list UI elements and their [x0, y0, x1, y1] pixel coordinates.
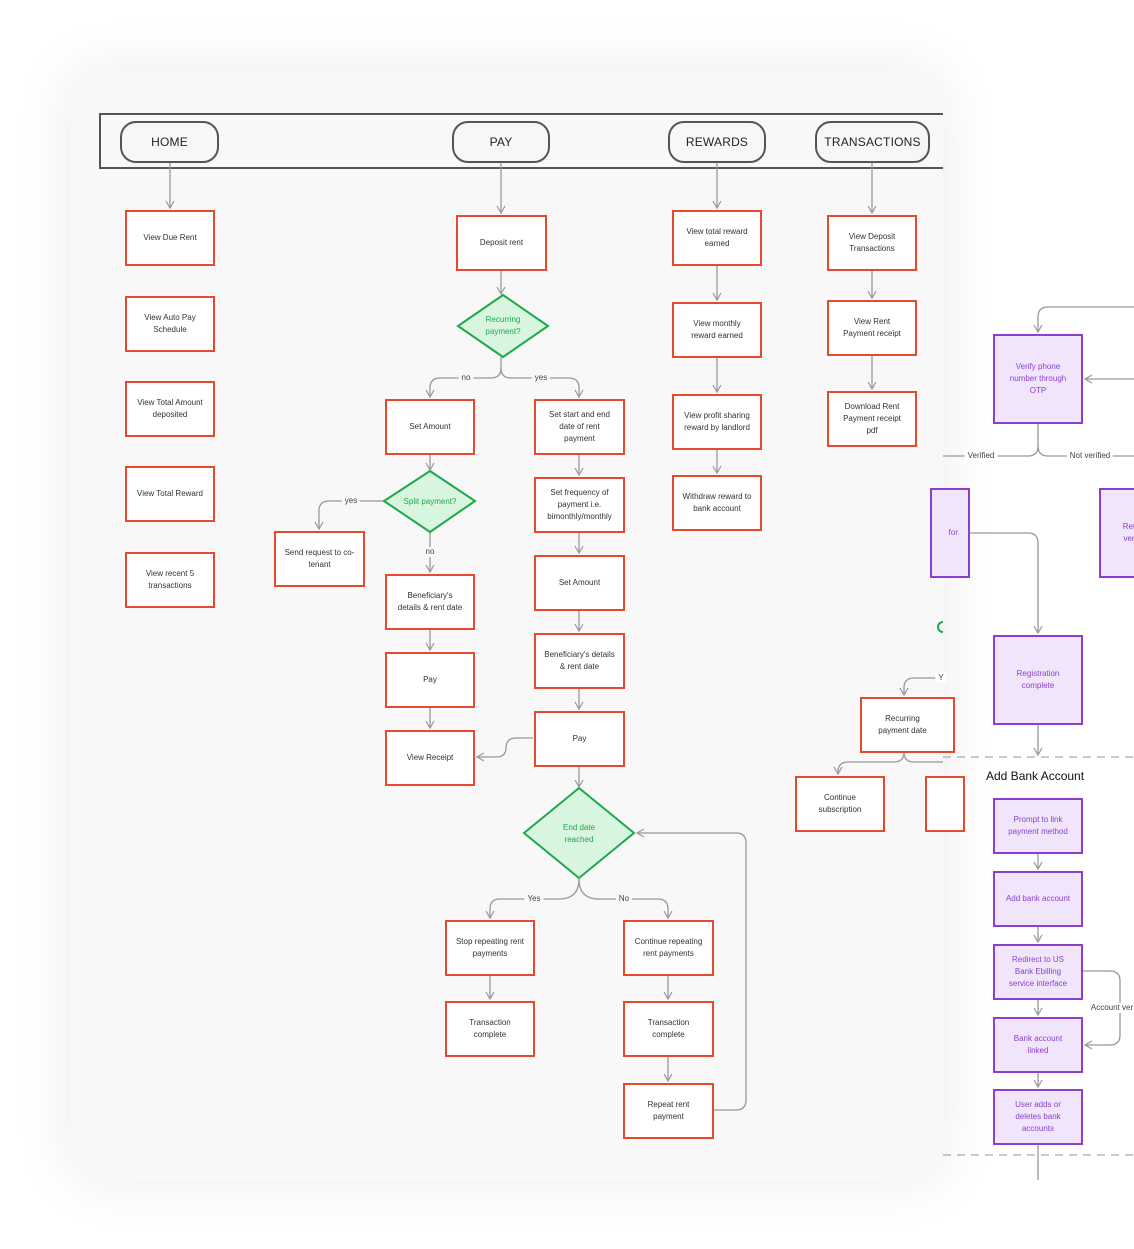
continue-repeating-node: Continue repeating rent payments — [623, 920, 714, 976]
tab-rewards[interactable]: REWARDS — [668, 121, 766, 163]
edge-label-verified: Verified — [964, 451, 998, 461]
edge-label-end-yes: Yes — [524, 894, 544, 904]
view-total-deposited-node: View Total Amount deposited — [125, 381, 215, 437]
split-payment-label: Split payment? — [403, 497, 457, 506]
view-recent-transactions-node: View recent 5 transactions — [125, 552, 215, 608]
edge-label-no: no — [458, 373, 474, 383]
edge-label-yes: yes — [531, 373, 551, 383]
edge-label-split-yes: yes — [341, 496, 361, 506]
view-due-rent-node: View Due Rent — [125, 210, 215, 266]
stop-repeating-node: Stop repeating rent payments — [445, 920, 535, 976]
prompt-link-node: Prompt to link payment method — [993, 798, 1083, 854]
edge-label-partial-yes: Y — [935, 673, 947, 683]
tab-pay[interactable]: PAY — [452, 121, 550, 163]
edge-label-split-no: no — [422, 547, 438, 557]
view-auto-pay-node: View Auto Pay Schedule — [125, 296, 215, 352]
pay-recurring-node: Pay — [534, 711, 625, 767]
beneficiary-details-node: Beneficiary's details & rent date — [385, 574, 475, 630]
set-amount-recurring-node: Set Amount — [534, 555, 625, 611]
send-request-node: Send request to co-tenant — [274, 531, 365, 587]
tab-home[interactable]: HOME — [120, 121, 219, 163]
recurring-payment-label: Recurring payment? — [485, 315, 521, 336]
edge-label-end-no: No — [615, 894, 633, 904]
profit-sharing-node: View profit sharing reward by landlord — [672, 394, 762, 450]
continue-subscription-node: Continue subscription — [795, 776, 885, 832]
set-start-end-node: Set start and end date of rent payment — [534, 399, 625, 455]
set-amount-node: Set Amount — [385, 399, 475, 455]
bank-linked-node: Bank account linked — [993, 1017, 1083, 1073]
partial-decision-edge — [937, 621, 944, 633]
repeat-rent-node: Repeat rent payment — [623, 1083, 714, 1139]
download-receipt-node: Download Rent Payment receipt pdf — [827, 391, 917, 447]
withdraw-reward-node: Withdraw reward to bank account — [672, 475, 762, 531]
beneficiary-details-recurring-node: Beneficiary's details & rent date — [534, 633, 625, 689]
recurring-payment-decision — [456, 293, 550, 359]
total-reward-earned-node: View total reward earned — [672, 210, 762, 266]
split-payment-decision — [382, 469, 477, 534]
partial-left-node: for — [930, 488, 970, 578]
add-bank-node: Add bank account — [993, 871, 1083, 927]
edge-label-account-verified: Account ver — [1087, 1003, 1134, 1013]
end-date-label: End date reached — [562, 823, 596, 844]
end-date-decision — [522, 786, 636, 880]
recurring-payment-date-node: Recurring payment date — [860, 697, 955, 753]
view-receipt-node: View Receipt — [385, 730, 475, 786]
user-adds-deletes-node: User adds or deletes bank accounts — [993, 1089, 1083, 1145]
view-total-reward-node: View Total Reward — [125, 466, 215, 522]
verify-otp-node: Verify phone number through OTP — [993, 334, 1083, 424]
deposit-rent-node: Deposit rent — [456, 215, 547, 271]
tab-transactions[interactable]: TRANSACTIONS — [815, 121, 930, 163]
monthly-reward-node: View monthly reward earned — [672, 302, 762, 358]
registration-complete-node: Registration complete — [993, 635, 1083, 725]
edge-label-not-verified: Not verified — [1066, 451, 1114, 461]
add-bank-account-heading: Add Bank Account — [986, 769, 1085, 783]
deposit-transactions-node: View Deposit Transactions — [827, 215, 917, 271]
nav-bar-outline — [99, 113, 943, 169]
pay-node: Pay — [385, 652, 475, 708]
partial-right-node: Ret ver — [1099, 488, 1134, 578]
transaction-complete-stop-node: Transaction complete — [445, 1001, 535, 1057]
redirect-ebilling-node: Redirect to US Bank Ebilling service int… — [993, 944, 1083, 1000]
partial-subscription-node — [925, 776, 965, 832]
set-frequency-node: Set frequency of payment i.e. bimonthly/… — [534, 477, 625, 533]
transaction-complete-continue-node: Transaction complete — [623, 1001, 714, 1057]
rent-receipt-node: View Rent Payment receipt — [827, 300, 917, 356]
